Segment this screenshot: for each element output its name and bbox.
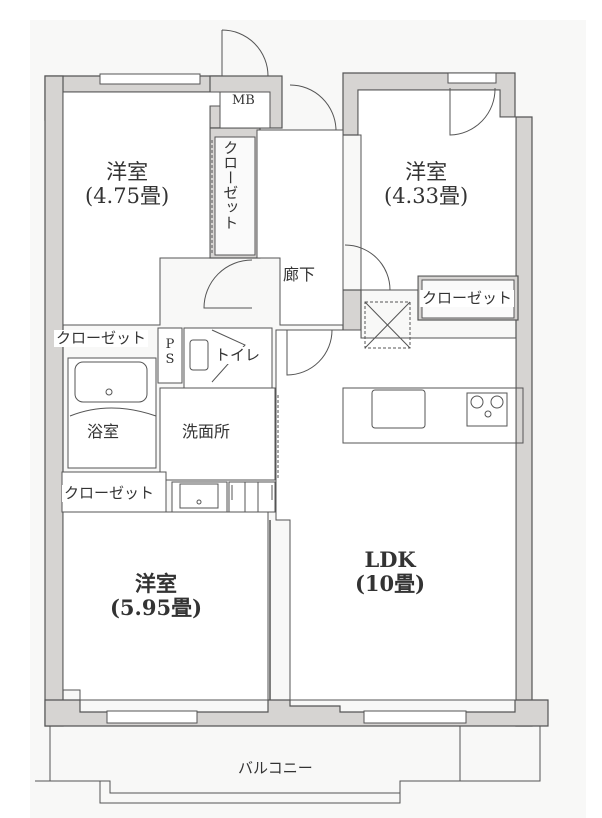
closet-label-1: クローゼット (221, 140, 240, 230)
room-size: (10畳) (355, 571, 426, 597)
room-label-western-1: 洋室 (4.75畳) (85, 160, 169, 208)
room-label-balcony: バルコニー (238, 759, 313, 777)
room-name: 洋室 (106, 160, 149, 184)
room-label-ldk: LDK (10畳) (355, 547, 426, 597)
room-label-western-3: 洋室 (5.95畳) (110, 571, 203, 621)
room-name: 洋室 (135, 571, 178, 596)
room-size: (4.75畳) (85, 184, 170, 209)
room-name: 洋室 (405, 160, 448, 184)
label-ps: PS (165, 337, 175, 367)
room-label-washroom: 洗面所 (182, 422, 231, 441)
room-label-toilet: トイレ (213, 346, 263, 365)
label-mb: MB (232, 93, 255, 108)
room-label-hallway: 廊下 (283, 265, 316, 284)
closet-label-2: クローゼット (420, 289, 515, 308)
room-name: LDK (364, 547, 416, 572)
room-label-western-2: 洋室 (4.33畳) (384, 160, 468, 208)
closet-label-3: クローゼット (54, 329, 149, 348)
room-size: (5.95畳) (110, 595, 203, 621)
room-size: (4.33畳) (384, 184, 469, 209)
closet-label-4: クローゼット (62, 484, 157, 503)
room-label-bathroom: 浴室 (87, 422, 120, 441)
wall-left-side (44, 75, 64, 727)
